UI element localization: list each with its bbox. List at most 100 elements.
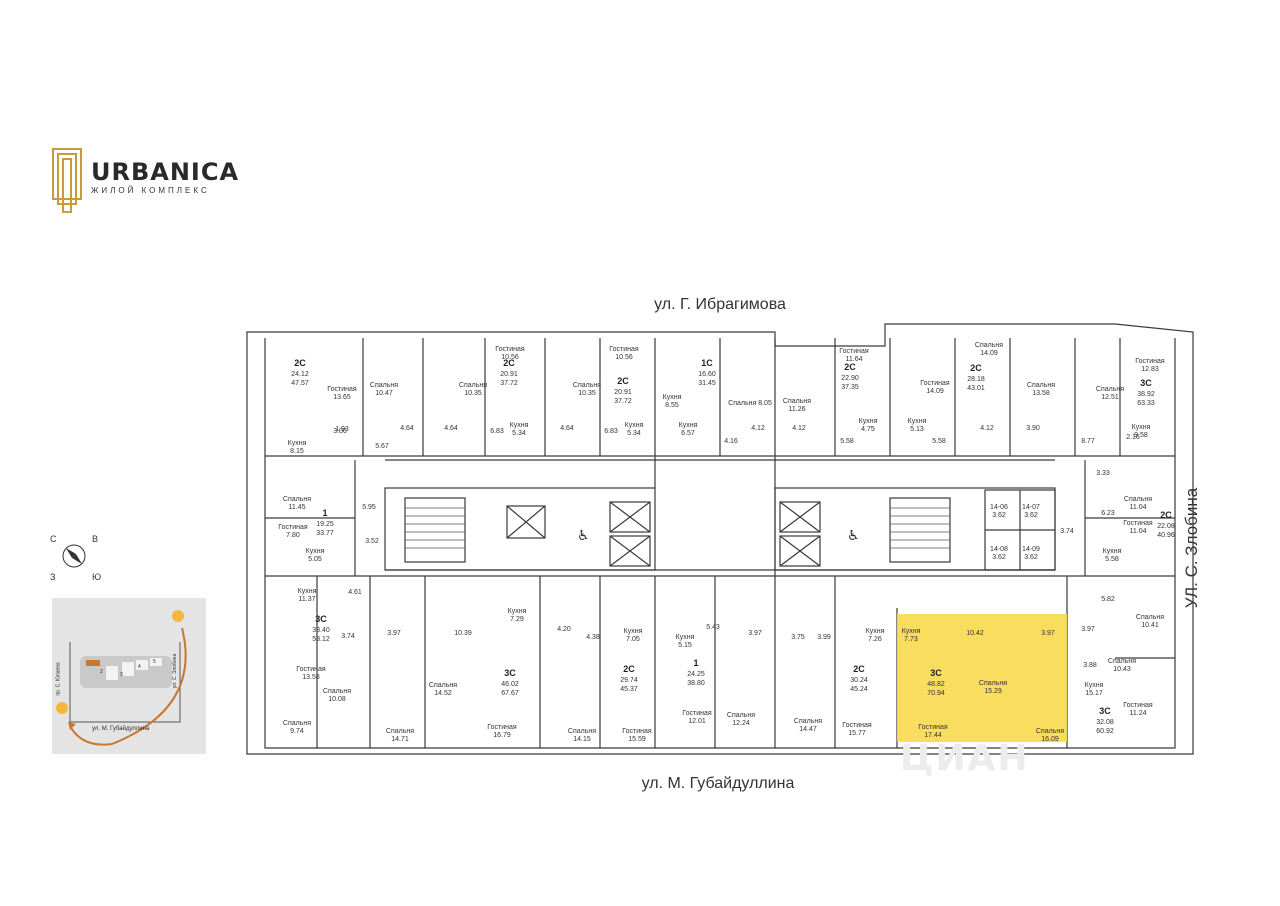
room-label: 10.42 — [966, 630, 984, 637]
apartment-area: 29.74 45.37 — [620, 676, 638, 694]
total-area: 33.77 — [316, 530, 334, 537]
living-area: 28.18 — [967, 376, 985, 383]
living-area: 33.40 — [312, 627, 330, 634]
minimap-section-4: 4 — [138, 664, 141, 670]
living-area: 32.08 — [1096, 719, 1114, 726]
room-label: 5.43 — [706, 624, 720, 631]
living-area: 16.60 — [698, 371, 716, 378]
room-label: 3.33 — [1096, 470, 1110, 477]
living-area: 29.74 — [620, 677, 638, 684]
apartment-type: 3С — [930, 668, 942, 678]
apartment-type: 1 — [693, 658, 699, 668]
room-label: 8.77 — [1081, 438, 1095, 445]
apartment-area: 33.40 53.12 — [312, 626, 330, 644]
total-area: 63.33 — [1137, 400, 1155, 407]
apartment-type: 2С — [623, 664, 635, 674]
room-label: 6.83 — [490, 428, 504, 435]
room-label: 4.12 — [792, 425, 806, 432]
apartment-type: 2С — [1160, 510, 1172, 520]
room-label: 3.97 — [748, 630, 762, 637]
room-label: 4.64 — [400, 425, 414, 432]
room-label: 1.93 — [335, 426, 349, 433]
living-area: 20.91 — [614, 389, 632, 396]
living-area: 46.02 — [501, 681, 519, 688]
street-label-top: ул. Г. Ибрагимова — [654, 296, 786, 313]
room-label: 4.20 — [557, 626, 571, 633]
compass: С В Ю З — [48, 532, 108, 592]
room-label: 3.75 — [791, 634, 805, 641]
room-label: 5.67 — [375, 443, 389, 450]
apartment-type: 1 — [322, 508, 328, 518]
apartment-type: 3С — [504, 668, 516, 678]
accessible-icon — [847, 528, 863, 544]
total-area: 45.37 — [620, 686, 638, 693]
living-area: 38.92 — [1137, 391, 1155, 398]
living-area: 22.90 — [841, 375, 859, 382]
room-label: 3.06 — [333, 428, 347, 435]
room-label: 6.23 — [1101, 510, 1115, 517]
living-area: 22.08 — [1157, 523, 1175, 530]
apartment-type: 2С — [294, 358, 306, 368]
room-label: 3.99 — [817, 634, 831, 641]
room-label: 2.16 — [1126, 434, 1140, 441]
living-area: 20.91 — [500, 371, 518, 378]
logo-mark-icon — [52, 148, 82, 213]
total-area: 53.12 — [312, 636, 330, 643]
apartment-type: 2С — [844, 362, 856, 372]
total-area: 37.72 — [614, 398, 632, 405]
living-area: 19.25 — [316, 521, 334, 528]
room-label: 5.82 — [1101, 596, 1115, 603]
street-label-bottom: ул. М. Губайдуллина — [641, 775, 795, 792]
apartment-type: 3С — [1099, 706, 1111, 716]
room-label: 10.39 — [454, 630, 472, 637]
total-area: 43.01 — [967, 385, 985, 392]
apartment-type: 2С — [503, 358, 515, 368]
total-area: 40.96 — [1157, 532, 1175, 539]
room-label: 4.12 — [980, 425, 994, 432]
minimap-section-2: 2 — [100, 669, 103, 675]
apartment-area: 22.08 40.96 — [1157, 522, 1175, 540]
compass-west: З — [50, 572, 56, 582]
compass-east: В — [92, 534, 99, 544]
room-label: 3.74 — [341, 633, 355, 640]
